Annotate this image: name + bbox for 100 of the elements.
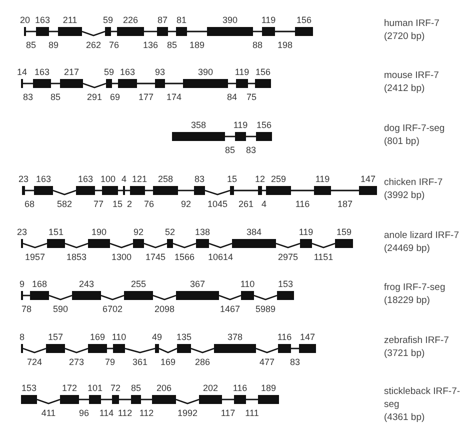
exon-length-label: 20 — [20, 15, 30, 25]
exon-length-label: 52 — [165, 227, 175, 237]
intron-line — [225, 136, 235, 138]
exon-length-label: 81 — [176, 15, 186, 25]
intron-length-label: 117 — [220, 408, 236, 418]
intron-length-label: 114 — [99, 408, 114, 418]
gene-length-label: (3992 bp) — [384, 189, 426, 202]
exon-length-label: 138 — [194, 227, 210, 237]
intron-line — [331, 190, 359, 192]
intron-line — [176, 398, 200, 404]
exon-length-label: 157 — [48, 332, 64, 342]
intron-length-label: 273 — [68, 356, 84, 366]
intron-length-label: 79 — [105, 356, 115, 366]
exon-length-label: 156 — [255, 67, 271, 77]
intron-length-label: 92 — [181, 198, 191, 208]
intron-length-label: 1566 — [174, 252, 195, 262]
intron-line — [254, 294, 278, 300]
intron-length-label: 1045 — [207, 198, 228, 208]
gene-name-label: chicken IRF-7 — [384, 176, 444, 189]
gene-name-label: human IRF-7 — [384, 17, 440, 30]
intron-line — [276, 242, 300, 248]
intron-line — [64, 348, 88, 354]
exon-length-label: 258 — [158, 174, 174, 184]
intron-length-label: 590 — [52, 304, 68, 314]
intron-line — [246, 398, 258, 400]
intron-length-label: 112 — [118, 408, 132, 418]
exon-length-label: 384 — [246, 227, 262, 237]
intron-line — [246, 136, 256, 138]
gene-length-label: (2720 bp) — [384, 30, 426, 43]
intron-length-label: 2975 — [278, 252, 298, 262]
exon-length-label: 101 — [87, 383, 103, 393]
intron-length-label: 361 — [132, 356, 148, 366]
exon-length-label: 121 — [132, 174, 148, 184]
exon-length-label: 119 — [261, 15, 276, 25]
exon-length-label: 153 — [278, 279, 294, 289]
exon-length-label: 156 — [296, 15, 312, 25]
exon-length-label: 110 — [240, 279, 255, 289]
intron-line — [275, 30, 295, 32]
intron-length-label: 89 — [48, 40, 58, 50]
exon-length-label: 243 — [78, 279, 94, 289]
exon-length-label: 83 — [194, 174, 204, 184]
intron-line — [190, 348, 214, 354]
intron-line — [141, 398, 152, 400]
exon-length-label: 202 — [202, 383, 218, 393]
intron-line — [187, 30, 207, 32]
exon-length-label: 226 — [122, 15, 138, 25]
exon-length-label: 163 — [78, 174, 94, 184]
intron-length-label: 187 — [337, 198, 353, 208]
intron-length-label: 1992 — [177, 408, 198, 418]
exon-length-label: 151 — [48, 227, 64, 237]
intron-line — [222, 398, 234, 400]
intron-line — [36, 398, 60, 404]
intron-length-label: 85 — [167, 40, 177, 50]
intron-line — [291, 190, 314, 192]
gene-name-label: dog IRF-7-seg — [384, 122, 446, 135]
exon-length-label: 147 — [300, 332, 316, 342]
intron-length-label: 1853 — [66, 252, 87, 262]
exon-length-label: 119 — [315, 174, 330, 184]
exon-length-label: 15 — [227, 174, 237, 184]
exon-length-label: 12 — [255, 174, 265, 184]
exon-length-label: 358 — [190, 120, 206, 130]
exon-length-label: 390 — [198, 67, 214, 77]
exon-length-label: 147 — [360, 174, 376, 184]
exon-length-label: 4 — [122, 174, 126, 184]
intron-line — [218, 294, 242, 300]
exon-length-label: 72 — [110, 383, 120, 393]
exon-length-label: 119 — [233, 120, 248, 130]
exon-length-label: 119 — [298, 227, 314, 237]
intron-line — [204, 190, 230, 196]
intron-length-label: 189 — [189, 40, 205, 50]
exon-length-label: 217 — [64, 67, 80, 77]
intron-length-label: 136 — [142, 40, 158, 50]
exon-length-label: 211 — [62, 15, 78, 25]
gene-length-label: (2412 bp) — [384, 82, 426, 95]
exon-length-label: 206 — [156, 383, 172, 393]
intron-length-label: 78 — [22, 304, 32, 314]
intron-length-label: 88 — [252, 40, 262, 50]
intron-length-label: 724 — [26, 356, 42, 366]
exon-length-label: 116 — [277, 332, 292, 342]
exon-length-label: 85 — [131, 383, 141, 393]
intron-length-label: 75 — [246, 92, 256, 102]
exon-length-label: 259 — [270, 174, 286, 184]
intron-line — [23, 82, 33, 84]
intron-length-label: 15 — [112, 198, 122, 208]
intron-length-label: 116 — [295, 198, 310, 208]
exon-length-label: 9 — [20, 279, 24, 289]
intron-length-label: 411 — [41, 408, 56, 418]
intron-length-label: 85 — [50, 92, 60, 102]
intron-length-label: 477 — [259, 356, 275, 366]
exon-length-label: 189 — [260, 383, 276, 393]
intron-line — [158, 348, 178, 354]
intron-length-label: 1467 — [220, 304, 240, 314]
exon-length-label: 59 — [104, 67, 114, 77]
intron-length-label: 76 — [109, 40, 119, 50]
exon-length-label: 153 — [21, 383, 37, 393]
intron-length-label: 291 — [86, 92, 102, 102]
exon-length-label: 378 — [227, 332, 243, 342]
gene-name-label: frog IRF-7-seg — [384, 281, 446, 294]
intron-length-label: 5989 — [255, 304, 276, 314]
exon-length-label: 92 — [134, 227, 144, 237]
